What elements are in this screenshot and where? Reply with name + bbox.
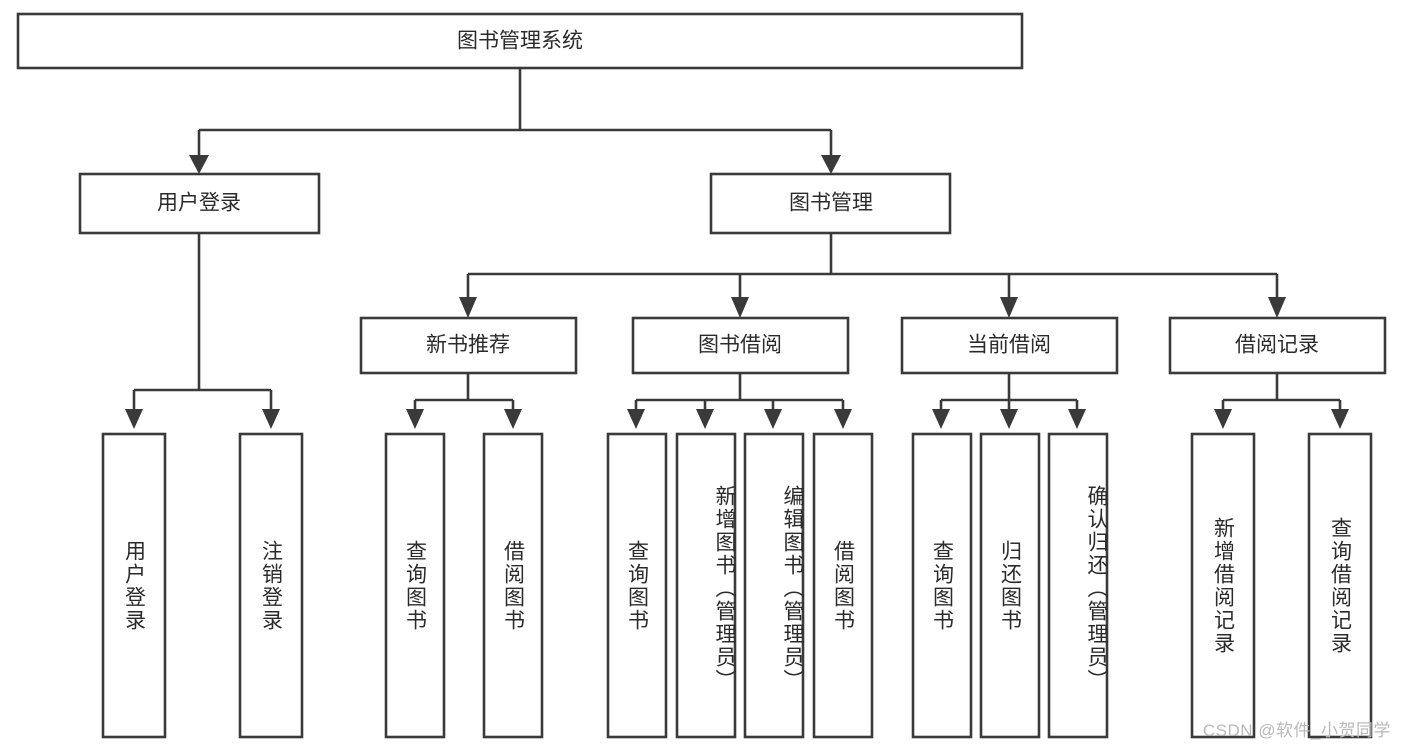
arrowhead-book-borrow — [731, 297, 749, 318]
arrowhead-current-borrow — [1000, 297, 1018, 318]
leaf-box-query-borrow-record[interactable] — [1307, 432, 1373, 739]
leaf-box-query-book-1[interactable] — [384, 432, 446, 739]
leaf-box-logout[interactable] — [238, 432, 304, 739]
node-new-book-recommend-label: 新书推荐 — [426, 334, 510, 357]
node-book-borrow-label: 图书借阅 — [698, 334, 782, 357]
arrowhead-leaf-add-book — [696, 409, 714, 429]
arrowhead-leaf-confirm-return — [1068, 409, 1086, 429]
leaf-box-add-borrow-record[interactable] — [1190, 432, 1256, 739]
connector-layer — [125, 68, 1349, 429]
node-user-login-label: 用户登录 — [157, 192, 241, 215]
leaf-box-borrow-book-1[interactable] — [482, 432, 544, 739]
arrowhead-leaf-logout — [262, 409, 280, 429]
arrowhead-user-login — [189, 155, 209, 174]
arrowhead-leaf-edit-book — [764, 409, 782, 429]
arrowhead-leaf-borrow-book-1 — [504, 409, 522, 429]
node-root-book-management-system[interactable] — [16, 12, 1024, 70]
arrowhead-borrow-record — [1268, 297, 1286, 318]
leaf-box-return-book[interactable] — [979, 432, 1041, 739]
leaf-box-edit-book-admin[interactable] — [743, 432, 805, 739]
node-layer: 图书管理系统 用户登录 图书管理 新书推荐 图书借阅 当前借阅 借阅记录 — [16, 12, 1387, 739]
arrowhead-leaf-user-login — [125, 409, 143, 429]
node-new-book-recommend[interactable] — [359, 316, 578, 375]
node-borrow-record[interactable] — [1168, 316, 1387, 375]
leaf-box-add-book-admin[interactable] — [675, 432, 737, 739]
arrowhead-leaf-borrow-book-2 — [834, 409, 852, 429]
arrowhead-leaf-add-record — [1214, 409, 1232, 429]
arrowhead-leaf-query-book-1 — [406, 409, 424, 429]
arrowhead-book-manage — [821, 155, 841, 174]
node-root-label: 图书管理系统 — [457, 30, 583, 53]
arrowhead-new-book-rec — [459, 297, 477, 318]
node-book-borrow[interactable] — [631, 316, 850, 375]
arrowhead-leaf-query-book-3 — [932, 409, 950, 429]
node-book-management[interactable] — [709, 172, 952, 235]
arrowhead-leaf-query-book-2 — [627, 409, 645, 429]
leaf-box-user-login[interactable] — [101, 432, 167, 739]
node-current-borrow[interactable] — [900, 316, 1119, 375]
arrowhead-leaf-return-book — [1000, 409, 1018, 429]
leaf-box-query-book-2[interactable] — [606, 432, 668, 739]
arrowhead-leaf-query-record — [1331, 409, 1349, 429]
leaf-box-query-book-3[interactable] — [911, 432, 973, 739]
node-book-management-label: 图书管理 — [789, 192, 873, 215]
node-borrow-record-label: 借阅记录 — [1235, 334, 1319, 357]
leaf-box-confirm-return-admin[interactable] — [1047, 432, 1109, 739]
node-user-login[interactable] — [78, 172, 321, 235]
leaf-box-borrow-book-2[interactable] — [812, 432, 874, 739]
node-current-borrow-label: 当前借阅 — [967, 334, 1051, 357]
